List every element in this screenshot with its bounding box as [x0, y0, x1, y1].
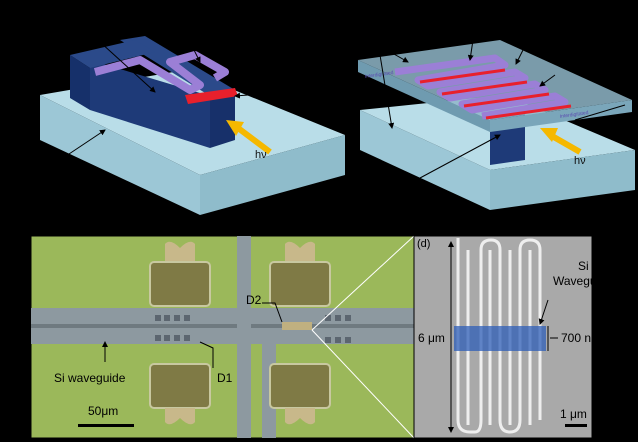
- ridge-side: [210, 90, 235, 148]
- panel-c: [30, 235, 415, 439]
- scale-label-d: 1 μm: [560, 407, 587, 421]
- via-array-left: [155, 315, 190, 341]
- contact-strip: [185, 88, 238, 104]
- t-block-front: [70, 55, 90, 110]
- scale-label-c: 50μm: [88, 404, 119, 418]
- waveguide-label: Si waveguide: [54, 371, 126, 385]
- panel-a: [40, 36, 345, 215]
- ridge-front: [90, 60, 210, 148]
- light-label-b: hν: [574, 155, 586, 167]
- panel-d: [413, 235, 593, 439]
- d1-label: D1: [217, 371, 233, 385]
- scale-bar-d: [565, 424, 587, 427]
- via-array-right: [325, 315, 351, 343]
- strip-label-top: Interdigitated: [364, 70, 394, 80]
- electrode-path: [93, 51, 229, 94]
- top-slab-side: [490, 100, 632, 132]
- si-label-line1: Si: [578, 259, 589, 273]
- pad-top-left: [149, 241, 211, 307]
- substrate-left: [40, 95, 200, 215]
- pad-bottom-right: [269, 363, 331, 425]
- d2-label: D2: [246, 293, 262, 307]
- scale-bar-c: [78, 424, 134, 427]
- panel-b: Interdigitated Interdigitated: [358, 39, 635, 210]
- panel-d-letter: (d): [417, 238, 431, 250]
- pad-top-right: [269, 241, 331, 307]
- si-label-line2: Waveguide: [553, 274, 613, 288]
- width-label: 700 nm: [561, 331, 602, 345]
- si-waveguide-band: [454, 326, 546, 351]
- waveguide-core: [31, 324, 414, 328]
- substrate-right: [200, 135, 345, 215]
- substrate-b-right: [490, 150, 635, 210]
- light-arrow-b: [550, 133, 582, 155]
- light-arrowhead-b: [540, 128, 558, 142]
- pad-bottom-left: [149, 363, 211, 425]
- contact-strips-b: [419, 68, 572, 120]
- height-label: 6 μm: [418, 331, 445, 345]
- device-d2: [282, 322, 312, 330]
- light-label-a: hν: [255, 149, 267, 161]
- light-arrowhead: [226, 120, 244, 136]
- light-arrow: [236, 125, 272, 155]
- strip-label-bottom: Interdigitated: [559, 110, 589, 120]
- substrate-b-left: [360, 110, 490, 210]
- top-slab-front: [358, 60, 490, 132]
